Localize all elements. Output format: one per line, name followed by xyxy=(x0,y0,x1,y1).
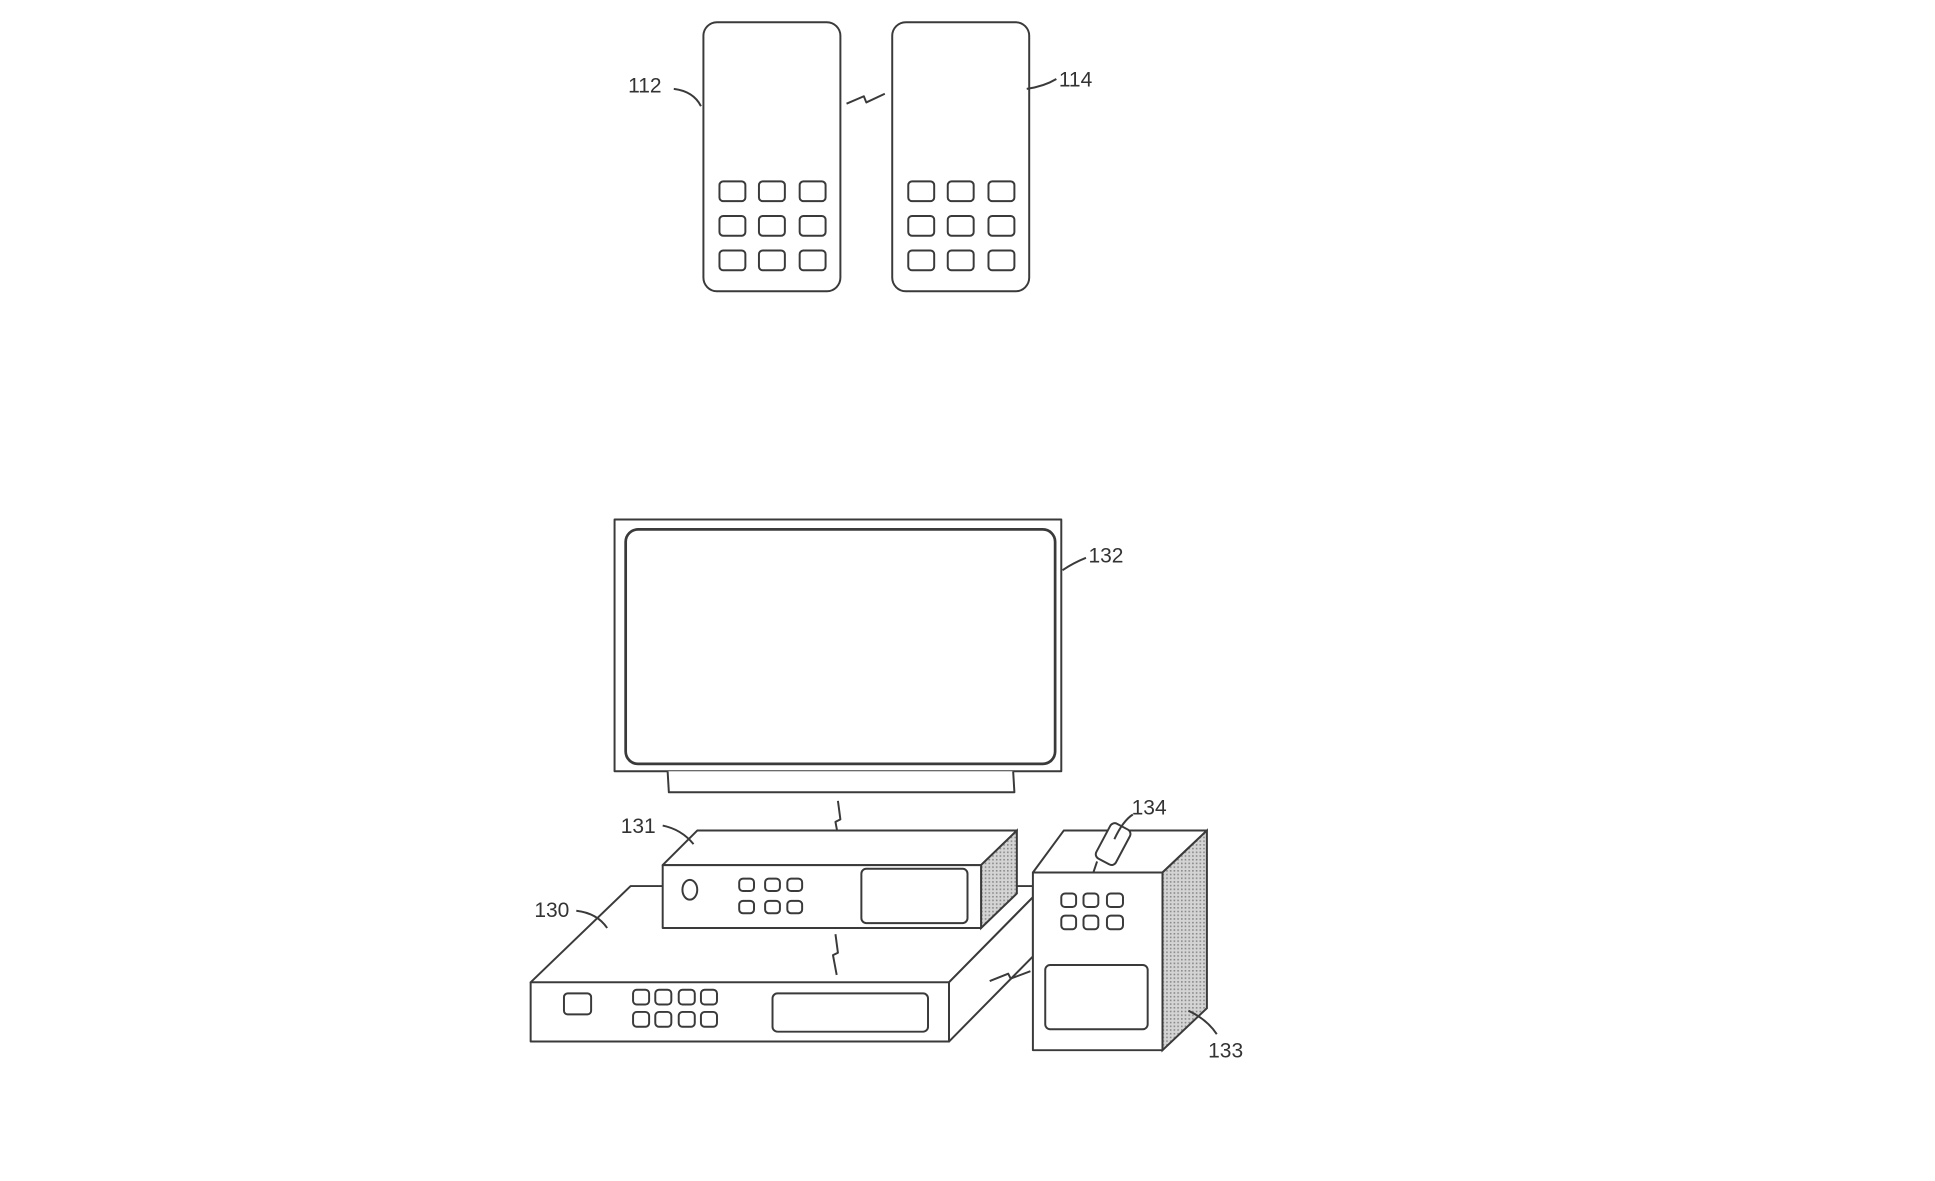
small-device-134: 134 xyxy=(1092,796,1167,873)
wireless-link-icon xyxy=(832,934,839,976)
hub-display xyxy=(771,992,929,1033)
leader-line-112 xyxy=(673,87,702,107)
phone-114: 114 xyxy=(891,21,1093,293)
set-top-box-display xyxy=(860,867,969,925)
label-134: 134 xyxy=(1132,796,1167,819)
set-top-box-knob xyxy=(681,878,699,901)
phone-112: 112 xyxy=(628,21,842,293)
leader-line-131 xyxy=(662,824,695,845)
leader-line-130 xyxy=(576,909,608,929)
label-132: 132 xyxy=(1088,545,1123,568)
leader-line-134 xyxy=(1113,813,1134,840)
label-131: 131 xyxy=(621,815,656,838)
speaker-unit-display xyxy=(1044,964,1149,1031)
label-112: 112 xyxy=(628,75,661,98)
tv-stand xyxy=(666,771,1016,794)
leader-line-132 xyxy=(1061,556,1087,571)
television-132: 132 xyxy=(613,518,1123,794)
phone-114-keypad xyxy=(907,180,1016,272)
set-top-box-131: 131 xyxy=(621,815,1018,931)
device-cable xyxy=(1092,861,1099,873)
label-133: 133 xyxy=(1208,1040,1243,1063)
speaker-unit-keypad xyxy=(1060,892,1124,931)
hub-keypad xyxy=(632,988,718,1028)
label-130: 130 xyxy=(534,899,569,922)
set-top-box-keypad xyxy=(738,877,804,915)
leader-line-133 xyxy=(1187,1009,1218,1035)
label-114: 114 xyxy=(1059,68,1093,91)
wireless-link-icon xyxy=(846,92,886,105)
leader-line-114 xyxy=(1026,78,1057,90)
hub-power-button xyxy=(562,992,593,1016)
speaker-unit-133: 133 xyxy=(1031,828,1243,1063)
phone-112-keypad xyxy=(718,180,827,272)
wireless-link-icon xyxy=(989,970,1031,982)
